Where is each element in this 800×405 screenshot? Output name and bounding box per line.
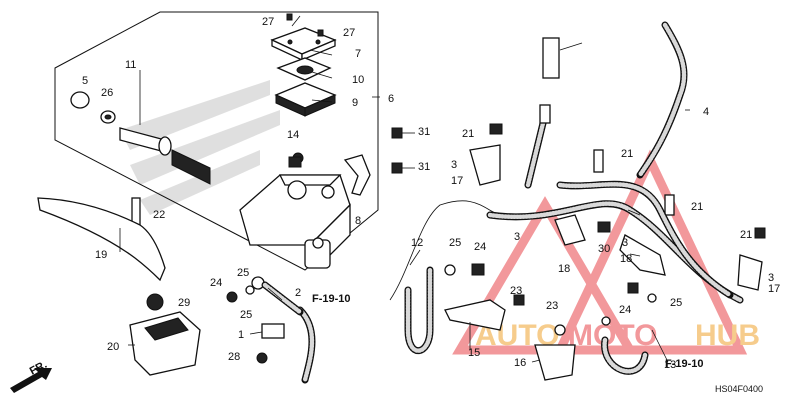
callout-number: 21	[740, 229, 752, 241]
callout-number: 13	[664, 359, 676, 371]
callout-number: 31	[418, 161, 430, 173]
watermark-text-b: MOTO	[568, 319, 657, 352]
diagram-code: HS04F0400	[715, 384, 763, 394]
callout-number: 18	[620, 253, 632, 265]
callout-number: 31	[418, 126, 430, 138]
callout-number: 15	[468, 347, 480, 359]
callout-number: 24	[474, 241, 486, 253]
callout-number: 21	[621, 148, 633, 160]
callout-number: 1	[238, 329, 244, 341]
callout-number: 3	[451, 159, 457, 171]
callout-number: 21	[462, 128, 474, 140]
callout-number: 3	[514, 231, 520, 243]
front-direction-arrow	[10, 368, 52, 393]
callout-number: 25	[240, 309, 252, 321]
callout-number: 24	[210, 277, 222, 289]
callout-number: 17	[768, 283, 780, 295]
callout-number: 7	[355, 48, 361, 60]
callout-number: 27	[343, 27, 355, 39]
callout-number: 29	[178, 297, 190, 309]
brake-lever	[37, 197, 166, 282]
callout-number: 2	[295, 287, 301, 299]
callout-number: 25	[237, 267, 249, 279]
callout-number: 11	[125, 59, 136, 71]
callout-number: 22	[153, 209, 165, 221]
ref-label-right: F-19-10	[665, 358, 704, 370]
callout-number: 25	[670, 297, 682, 309]
callout-number: 12	[411, 237, 423, 249]
callout-number: 14	[287, 129, 299, 141]
callout-number: 4	[703, 106, 709, 118]
callout-number: 8	[355, 215, 361, 227]
brackets	[444, 144, 763, 381]
callout-number: 19	[95, 249, 107, 261]
callout-number: 5	[82, 75, 88, 87]
callout-number: 26	[101, 87, 113, 99]
callout-number: 27	[262, 16, 274, 28]
callout-number: 10	[352, 74, 364, 86]
callout-number: 23	[510, 285, 522, 297]
callout-number: 3	[622, 237, 628, 249]
small-parts	[129, 123, 766, 376]
ref-label-left: F-19-10	[312, 293, 351, 305]
master-cylinder-body	[239, 152, 371, 269]
brake-hoses	[261, 21, 744, 384]
callout-number: 24	[619, 304, 631, 316]
reservoir-cap-group	[270, 13, 337, 117]
callout-number: 30	[598, 243, 610, 255]
callout-number: 23	[546, 300, 558, 312]
callout-number: 25	[449, 237, 461, 249]
callout-number: 17	[451, 175, 463, 187]
callout-number: 28	[228, 351, 240, 363]
piston-assembly	[70, 91, 211, 185]
callout-number: 16	[514, 357, 526, 369]
callout-number: 20	[107, 341, 119, 353]
wing-watermark	[120, 80, 280, 215]
assembly-frame	[54, 11, 379, 271]
callout-number: 21	[691, 201, 703, 213]
callout-number: 9	[352, 97, 358, 109]
watermark-text-c: HUB	[695, 319, 760, 352]
callout-number: 6	[388, 93, 394, 105]
leader-lines	[119, 42, 690, 363]
callout-number: 3	[768, 272, 774, 284]
callout-number: 18	[558, 263, 570, 275]
